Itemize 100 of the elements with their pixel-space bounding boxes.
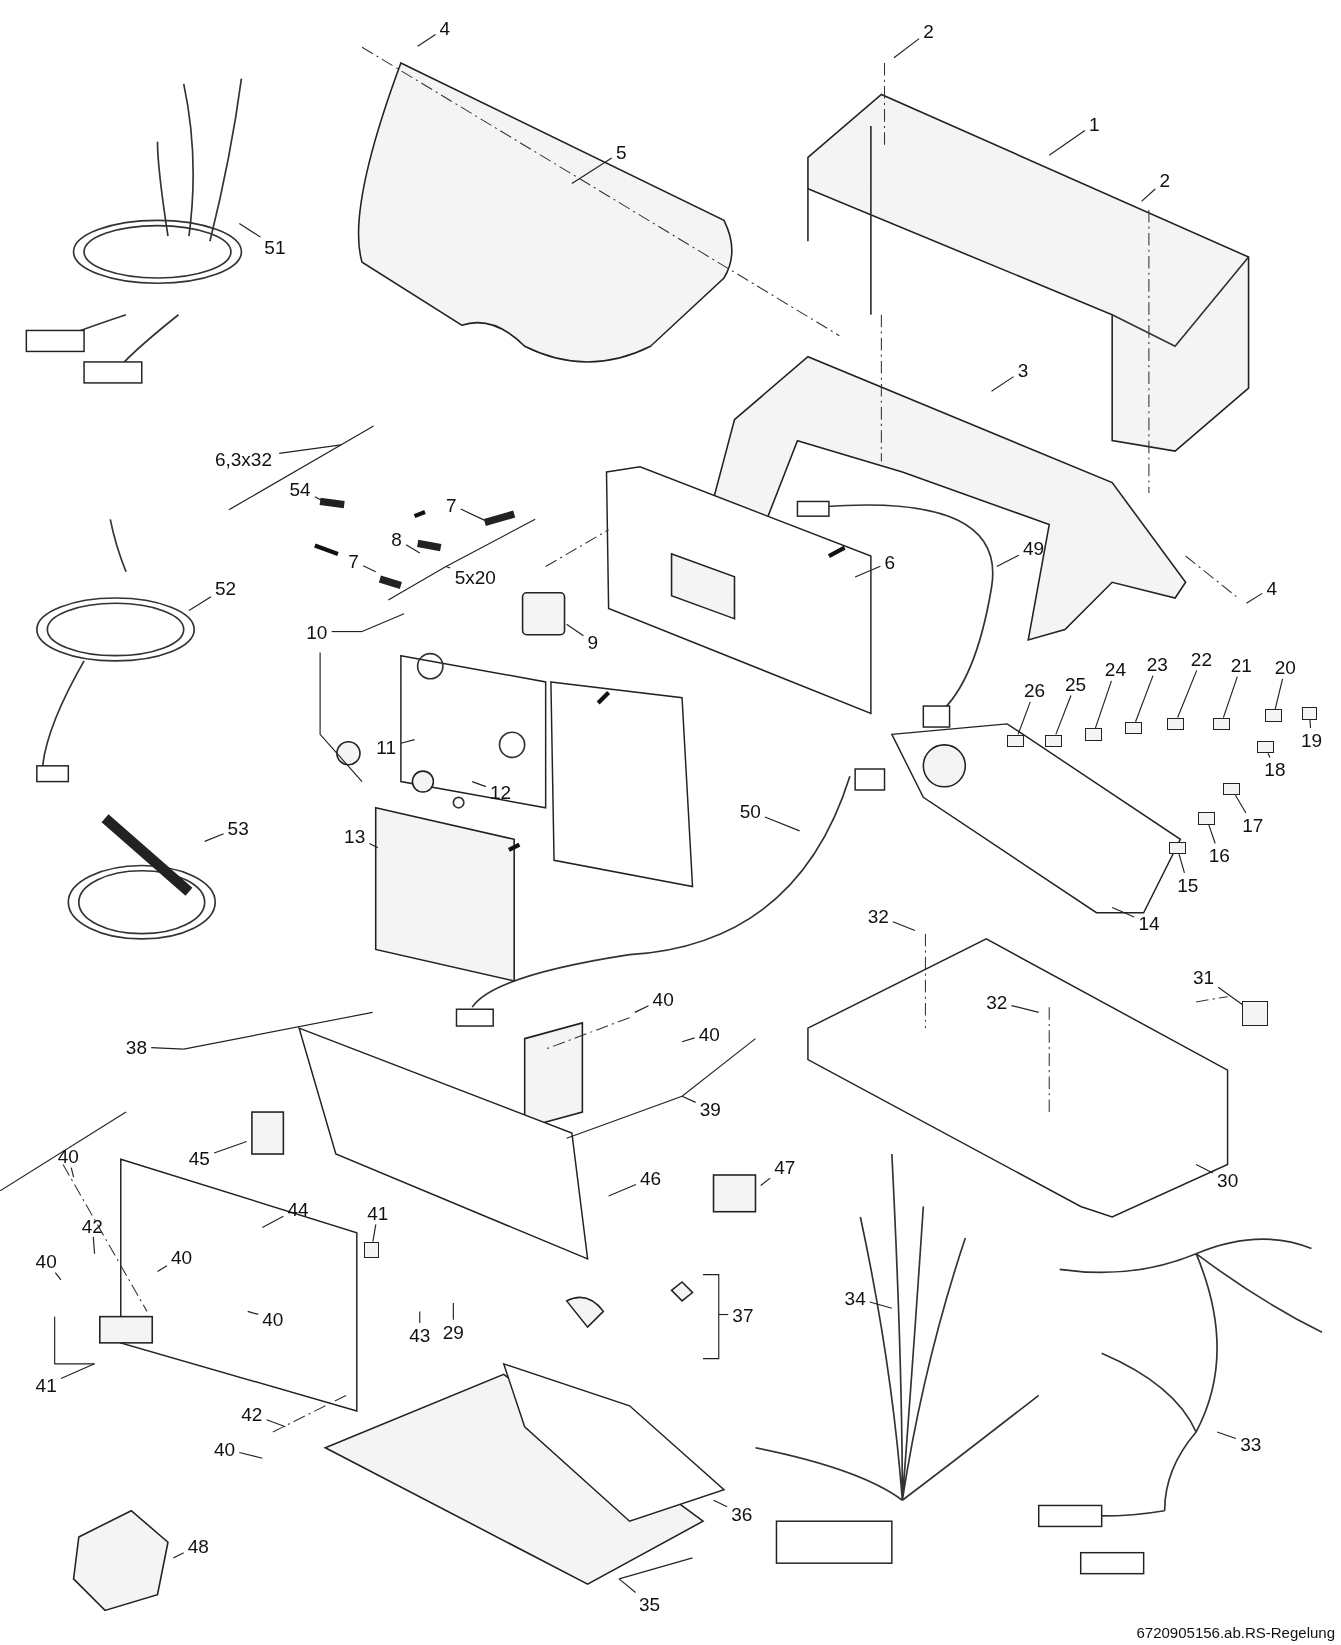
leader-line xyxy=(419,1310,421,1324)
leader-line xyxy=(405,544,421,554)
callout-number: 9 xyxy=(587,632,599,652)
callout-number: 48 xyxy=(187,1536,209,1556)
callout-number: 12 xyxy=(489,782,512,802)
leader-line xyxy=(1055,695,1072,735)
callout-number: 26 xyxy=(1024,680,1046,700)
callout-number: 17 xyxy=(1242,815,1264,835)
leader-line xyxy=(1208,824,1216,845)
leader-line xyxy=(1010,1005,1040,1013)
callout-number: 7 xyxy=(348,551,359,571)
callout-number: 14 xyxy=(1138,913,1160,933)
leader-line xyxy=(314,496,328,505)
callout-number: 32 xyxy=(986,992,1008,1012)
callout-number: 40 xyxy=(57,1146,79,1166)
callout-number: 22 xyxy=(1190,649,1212,669)
leader-line xyxy=(417,33,437,47)
leader-line xyxy=(566,623,584,637)
callout-number: 54 xyxy=(289,479,311,499)
leader-line xyxy=(188,596,212,612)
leader-line xyxy=(92,1236,96,1255)
callout-number: 42 xyxy=(81,1216,103,1236)
callout-number: 4 xyxy=(1266,578,1277,598)
callout-number: 21 xyxy=(1230,655,1252,675)
leader-line xyxy=(54,1272,62,1281)
callout-number: 4 xyxy=(439,18,451,38)
leader-line xyxy=(460,508,486,521)
leader-line xyxy=(400,739,416,744)
leader-line xyxy=(1094,680,1112,729)
callout-number: 8 xyxy=(391,529,402,549)
leader-line xyxy=(1216,1431,1237,1440)
callout-number: 47 xyxy=(774,1157,796,1177)
callout-number: 20 xyxy=(1274,657,1296,677)
callout-number: 40 xyxy=(698,1024,720,1044)
callout-number: 1 xyxy=(1089,114,1100,134)
callout-number: 51 xyxy=(264,237,286,257)
leader-line xyxy=(445,565,451,569)
leader-line xyxy=(1111,906,1135,918)
leader-line xyxy=(1048,129,1086,156)
leader-line xyxy=(156,1265,168,1273)
leader-line xyxy=(150,1047,185,1050)
leader-line xyxy=(213,1140,248,1154)
leader-line xyxy=(681,1095,697,1103)
leader-line xyxy=(892,921,916,932)
callout-number: 40 xyxy=(35,1251,57,1271)
leader-line xyxy=(996,554,1020,568)
leader-line xyxy=(571,157,613,185)
callout-number: 25 xyxy=(1064,674,1087,694)
callout-number: 30 xyxy=(1217,1170,1239,1190)
leader-line xyxy=(60,1363,96,1379)
leader-line xyxy=(331,631,363,633)
callout-number: 40 xyxy=(652,989,674,1009)
leader-line xyxy=(238,1451,263,1459)
callout-number: 32 xyxy=(867,906,889,926)
leader-line xyxy=(608,1183,637,1197)
connector-part xyxy=(1213,717,1230,731)
connector-part xyxy=(1166,717,1184,731)
callout-number: 43 xyxy=(409,1325,431,1345)
callout-number: 18 xyxy=(1264,759,1286,779)
leader-line xyxy=(238,222,261,238)
callout-number: 37 xyxy=(732,1305,754,1325)
leader-line xyxy=(1195,1163,1214,1174)
connector-part xyxy=(1124,721,1142,735)
callout-number: 19 xyxy=(1301,730,1323,750)
leader-line xyxy=(261,1215,284,1229)
callout-number: 40 xyxy=(214,1439,236,1459)
leader-line xyxy=(869,1301,893,1309)
callout-number: 34 xyxy=(844,1288,866,1308)
leader-line xyxy=(893,38,920,59)
leader-line xyxy=(764,816,801,832)
callout-number: 3 xyxy=(1017,360,1029,380)
callout-number: 39 xyxy=(699,1099,721,1119)
leader-line xyxy=(70,1167,75,1178)
leader-line xyxy=(172,1552,185,1559)
leader-line xyxy=(368,842,379,849)
leader-line xyxy=(634,1005,650,1013)
leader-line xyxy=(1222,676,1238,719)
leader-line xyxy=(854,565,881,578)
leader-line xyxy=(681,1037,696,1043)
leader-line xyxy=(1309,719,1312,729)
callout-number: 40 xyxy=(170,1247,193,1267)
leader-line xyxy=(618,1578,637,1594)
leader-line xyxy=(1234,794,1247,814)
callout-number: 33 xyxy=(1240,1434,1262,1454)
connector-part xyxy=(1302,707,1317,720)
callout-number: 23 xyxy=(1146,654,1168,674)
leader-line xyxy=(1267,752,1271,759)
callout-number: 52 xyxy=(215,578,237,598)
connector-part xyxy=(1045,734,1062,748)
connector-part xyxy=(1242,1001,1268,1027)
callout-number: 6,3x32 xyxy=(214,449,272,469)
leader-line xyxy=(204,833,225,842)
callout-number: 45 xyxy=(188,1148,210,1168)
callout-number: 42 xyxy=(241,1404,263,1424)
callout-number: 44 xyxy=(287,1199,309,1219)
callout-number: 16 xyxy=(1208,845,1230,865)
leader-line xyxy=(718,1313,729,1316)
callout-number: 40 xyxy=(262,1309,284,1329)
callout-number: 10 xyxy=(306,622,328,642)
callout-number: 2 xyxy=(923,21,934,41)
